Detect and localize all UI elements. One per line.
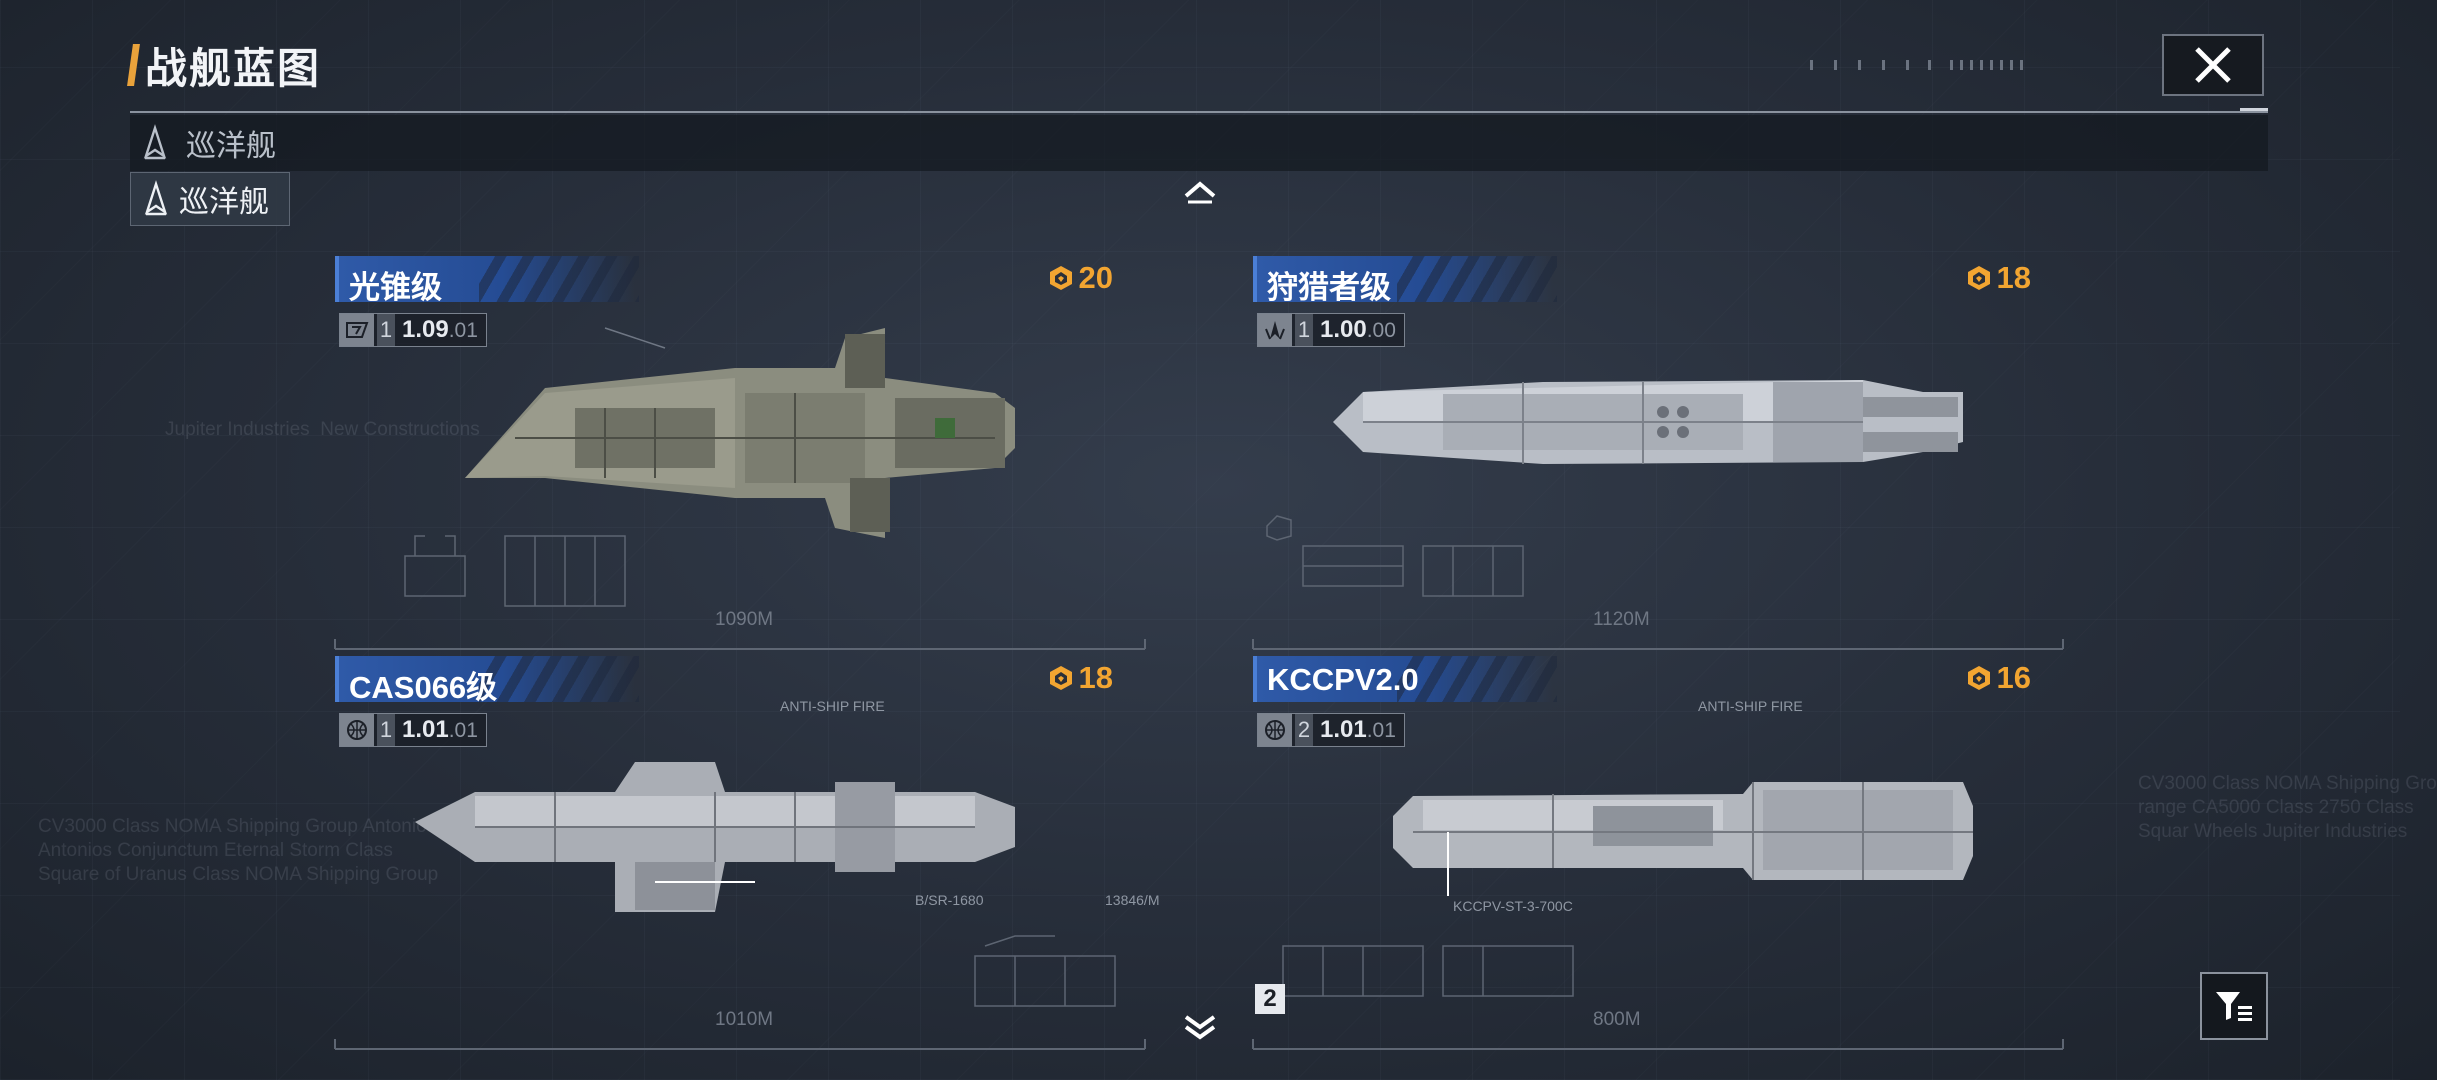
ship-name-banner: 光锥级 xyxy=(335,256,639,305)
close-x-icon xyxy=(2195,47,2231,83)
sort-filter-icon xyxy=(2216,992,2252,1021)
chevron-up-icon[interactable] xyxy=(1180,176,1220,206)
ship-cost-value: 20 xyxy=(1078,260,1113,295)
lightcone-faction-icon xyxy=(340,314,374,346)
ship-tier-badge: 2 xyxy=(1255,984,1285,1014)
ship-version: 1.01.01 xyxy=(1316,714,1404,746)
ship-name: CAS066级 xyxy=(349,670,498,705)
ship-card-hunter[interactable]: 狩猎者级 18 1 1.00.00 1120M xyxy=(1252,256,2064,651)
weapon-annotation: ANTI-SHIP FIRE xyxy=(780,698,885,714)
class-option-cruiser[interactable]: 巡洋舰 xyxy=(130,172,290,226)
ship-info-tag: 1 1.09.01 xyxy=(339,313,487,347)
ship-name: 光锥级 xyxy=(349,270,442,305)
ship-cost-value: 18 xyxy=(1078,660,1113,695)
blueprint-schematic xyxy=(1282,945,1574,997)
ship-cost: 18 xyxy=(1965,260,2031,296)
close-button[interactable] xyxy=(2162,34,2264,96)
ship-level: 1 xyxy=(377,714,395,746)
ship-info-tag: 1 1.01.01 xyxy=(339,713,487,747)
resource-cost-icon xyxy=(1967,666,1990,690)
ship-version-main: 1.09 xyxy=(402,316,449,343)
ship-cost: 16 xyxy=(1965,660,2031,696)
title-accent-bar xyxy=(127,44,140,86)
ship-info-tag: 2 1.01.01 xyxy=(1257,713,1405,747)
ship-length: 800M xyxy=(1593,1009,1641,1030)
ship-part-code: B/SR-1680 xyxy=(915,892,984,908)
ship-version: 1.09.01 xyxy=(398,314,486,346)
ship-length-ruler xyxy=(1252,1039,2064,1050)
ship-name-banner: KCCPV2.0 xyxy=(1253,656,1557,702)
ship-cost: 20 xyxy=(1047,260,1113,296)
sort-filter-button[interactable] xyxy=(2200,972,2268,1040)
ship-version-sub: .01 xyxy=(448,719,478,742)
class-filter-bar[interactable]: 巡洋舰 xyxy=(130,115,2268,171)
ship-cost-value: 16 xyxy=(1996,660,2031,695)
resource-cost-icon xyxy=(1967,266,1990,290)
ship-length: 1090M xyxy=(715,609,774,630)
page-header: 战舰蓝图 xyxy=(127,40,321,92)
class-filter-current[interactable]: 巡洋舰 xyxy=(130,121,276,165)
ship-length-ruler xyxy=(1252,639,2064,650)
ship-kccpv-image xyxy=(1393,782,1973,896)
header-divider xyxy=(130,111,2268,113)
class-filter-label: 巡洋舰 xyxy=(186,130,276,163)
ship-version-sub: .01 xyxy=(1366,719,1396,742)
ship-card-kccpv[interactable]: KCCPV2.0 16 2 1.01.01 ANTI-SHIP FIRE KCC… xyxy=(1252,656,2064,1051)
blueprint-schematic xyxy=(1266,515,1524,597)
ship-version-main: 1.01 xyxy=(402,716,449,743)
ship-version-main: 1.00 xyxy=(1320,316,1367,343)
decorative-ticks xyxy=(1810,60,2023,70)
ship-name-banner: 狩猎者级 xyxy=(1253,256,1557,305)
header-divider-cap xyxy=(2240,108,2268,111)
ship-card-lightcone[interactable]: 光锥级 20 1 1.09.01 xyxy=(334,256,1146,651)
page-title: 战舰蓝图 xyxy=(145,44,322,92)
cruiser-icon xyxy=(144,180,168,216)
blueprint-schematic xyxy=(974,935,1116,1007)
ship-lightcone-image xyxy=(465,327,1015,538)
ship-cost: 18 xyxy=(1047,660,1113,696)
hunter-faction-icon xyxy=(1258,314,1292,346)
ship-name: KCCPV2.0 xyxy=(1267,662,1419,697)
background-caption-right: CV3000 Class NOMA Shipping Gro range CA5… xyxy=(2138,773,2437,842)
ship-level: 1 xyxy=(1295,314,1313,346)
ship-level: 1 xyxy=(377,314,395,346)
ship-length: 1010M xyxy=(715,1009,774,1030)
weapon-annotation: ANTI-SHIP FIRE xyxy=(1698,698,1803,714)
ship-name-banner: CAS066级 xyxy=(335,656,639,705)
ship-card-cas066[interactable]: CAS066级 18 1 1.01.01 ANTI-SHIP FIRE B/SR… xyxy=(334,656,1159,1051)
ship-cost-value: 18 xyxy=(1996,260,2031,295)
cruiser-icon xyxy=(143,124,167,160)
ship-info-tag: 1 1.00.00 xyxy=(1257,313,1405,347)
globe-faction-icon xyxy=(1258,714,1292,746)
chevron-down-double-icon[interactable] xyxy=(1180,1012,1220,1042)
ship-version: 1.01.01 xyxy=(398,714,486,746)
resource-cost-icon xyxy=(1049,666,1072,690)
ship-name: 狩猎者级 xyxy=(1267,270,1391,305)
ship-cas066-image xyxy=(415,762,1015,912)
ship-version-main: 1.01 xyxy=(1320,716,1367,743)
ship-part-code: KCCPV-ST-3-700C xyxy=(1453,898,1573,914)
resource-cost-icon xyxy=(1049,266,1072,290)
ship-mass-note: 13846/M xyxy=(1105,892,1160,908)
blueprint-schematic xyxy=(404,535,626,607)
ship-level: 2 xyxy=(1295,714,1313,746)
ship-version-sub: .01 xyxy=(448,319,478,342)
ship-length-ruler xyxy=(334,1039,1146,1050)
globe-faction-icon xyxy=(340,714,374,746)
ship-version-sub: .00 xyxy=(1366,319,1396,342)
ship-length: 1120M xyxy=(1593,609,1650,630)
ship-hunter-image xyxy=(1333,380,1963,464)
class-option-label: 巡洋舰 xyxy=(179,186,269,219)
ship-version: 1.00.00 xyxy=(1316,314,1404,346)
ship-length-ruler xyxy=(334,639,1146,650)
